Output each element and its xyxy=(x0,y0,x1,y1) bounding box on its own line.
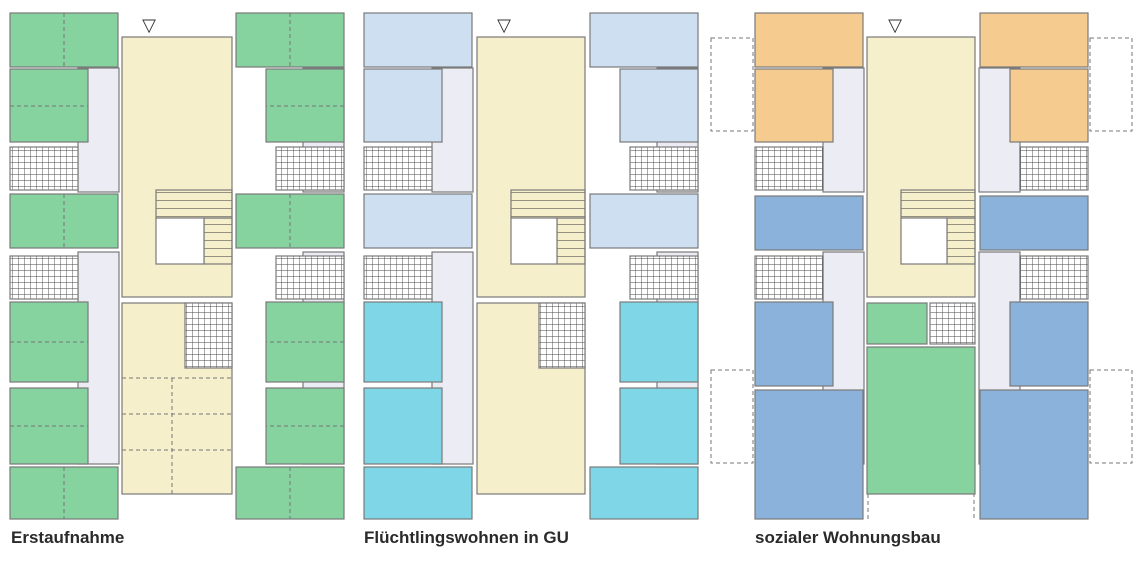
unit xyxy=(979,12,1089,68)
balcony-outline xyxy=(867,493,975,520)
balcony-outline xyxy=(710,37,754,132)
entrance-marker: ▽ xyxy=(497,15,511,36)
plan-gu: ▽ xyxy=(363,12,699,520)
sanitary-grid xyxy=(754,255,824,300)
right-wing xyxy=(235,12,345,520)
unit xyxy=(619,68,699,143)
unit xyxy=(619,387,699,465)
elevator xyxy=(155,217,205,265)
elevator xyxy=(510,217,558,265)
unit xyxy=(979,389,1089,520)
sanitary-grid xyxy=(929,302,976,345)
sanitary-grid xyxy=(629,255,699,300)
unit xyxy=(754,12,864,68)
unit xyxy=(363,193,473,249)
unit xyxy=(363,12,473,68)
unit xyxy=(1009,68,1089,143)
sanitary-grid xyxy=(1019,255,1089,300)
center-block: ▽ xyxy=(476,15,586,495)
unit xyxy=(363,466,473,520)
elevator xyxy=(900,217,948,265)
stairs xyxy=(556,217,586,265)
left-wing xyxy=(363,12,474,520)
stairs xyxy=(155,189,233,219)
unit xyxy=(866,302,928,345)
sanitary-grid xyxy=(275,146,345,191)
entrance-marker: ▽ xyxy=(888,15,902,36)
sanitary-grid xyxy=(754,146,824,191)
floor-plan-diagram: ▽ xyxy=(9,12,1133,520)
center-block: ▽ xyxy=(866,15,976,495)
stairs xyxy=(900,189,976,219)
plan-sozialer-wohnungsbau: ▽ xyxy=(710,12,1133,520)
stairs xyxy=(203,217,233,265)
unit xyxy=(754,68,834,143)
unit xyxy=(979,195,1089,251)
unit xyxy=(754,389,864,520)
unit xyxy=(363,387,443,465)
sanitary-grid xyxy=(1019,146,1089,191)
unit xyxy=(754,301,834,387)
unit xyxy=(619,301,699,383)
sanitary-grid xyxy=(184,302,233,369)
plan-erstaufnahme: ▽ xyxy=(9,12,345,520)
left-wing xyxy=(754,12,865,520)
caption-sozialer-wohnungsbau: sozialer Wohnungsbau xyxy=(755,528,941,547)
balcony-outline xyxy=(1089,37,1133,132)
balcony-outline xyxy=(1089,369,1133,464)
caption-erstaufnahme: Erstaufnahme xyxy=(11,528,125,547)
unit xyxy=(363,301,443,383)
unit xyxy=(589,193,699,249)
sanitary-grid xyxy=(363,146,433,191)
unit xyxy=(1009,301,1089,387)
sanitary-grid xyxy=(629,146,699,191)
right-wing xyxy=(978,12,1089,520)
sanitary-grid xyxy=(9,146,79,191)
unit xyxy=(866,346,976,495)
sanitary-grid xyxy=(363,255,433,300)
unit xyxy=(589,12,699,68)
sanitary-grid xyxy=(538,302,586,369)
unit xyxy=(363,68,443,143)
balcony-outline xyxy=(710,369,754,464)
unit xyxy=(589,466,699,520)
caption-gu: Flüchtlingswohnen in GU xyxy=(364,528,569,547)
right-wing xyxy=(589,12,699,520)
sanitary-grid xyxy=(275,255,345,300)
stairs xyxy=(946,217,976,265)
entrance-marker: ▽ xyxy=(142,15,156,36)
sanitary-grid xyxy=(9,255,79,300)
unit xyxy=(754,195,864,251)
stairs xyxy=(510,189,586,219)
center-block: ▽ xyxy=(121,15,233,495)
left-wing xyxy=(9,12,120,520)
